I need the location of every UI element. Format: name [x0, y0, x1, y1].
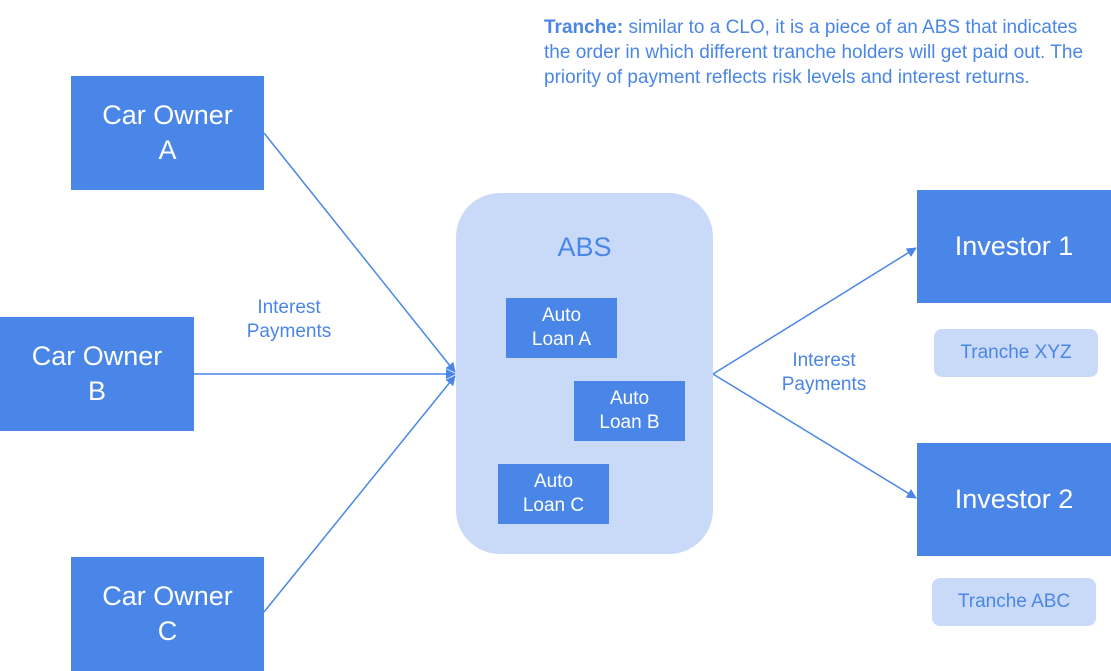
car-owner-b-line2: B — [87, 376, 106, 406]
inbound-label-line2: Payments — [246, 321, 332, 342]
tranche-definition-note: Tranche: similar to a CLO, it is a piece… — [544, 15, 1084, 90]
arrow-owner-a-to-abs — [263, 132, 456, 373]
inbound-label-line1: Interest — [257, 297, 321, 318]
auto-loan-b-line2: Loan B — [599, 412, 660, 433]
arrow-owner-c-to-abs — [263, 375, 456, 613]
auto-loan-a-line2: Loan A — [531, 329, 592, 350]
car-owner-c-line1: Car Owner — [102, 581, 233, 611]
car-owner-c-line2: C — [157, 616, 178, 646]
auto-loan-a-line1: Auto — [541, 305, 582, 326]
note-definition: similar to a CLO, it is a piece of an AB… — [544, 17, 1084, 88]
auto-loan-b-line1: Auto — [609, 388, 650, 409]
note-term: Tranche: — [544, 17, 624, 38]
tranche-xyz-label: Tranche XYZ — [960, 342, 1072, 363]
car-owner-a-line1: Car Owner — [102, 100, 233, 130]
tranche-abc-badge: Tranche ABC — [932, 578, 1096, 626]
auto-loan-c-line2: Loan C — [522, 495, 585, 516]
arrow-abs-to-investor-2 — [712, 373, 917, 499]
abs-title: ABS — [557, 232, 612, 262]
tranche-abc-label: Tranche ABC — [957, 591, 1071, 612]
investor-1-label: Investor 1 — [954, 231, 1074, 261]
outbound-interest-payments-label: Interest Payments — [764, 349, 884, 397]
outbound-label-line2: Payments — [781, 374, 867, 395]
tranche-xyz-badge: Tranche XYZ — [934, 329, 1098, 377]
investor-2-box[interactable]: Investor 2 — [917, 443, 1111, 556]
auto-loan-c-line1: Auto — [533, 471, 574, 492]
inbound-interest-payments-label: Interest Payments — [230, 296, 348, 344]
outbound-label-line1: Interest — [792, 350, 856, 371]
car-owner-a-line2: A — [158, 135, 177, 165]
investor-1-box[interactable]: Investor 1 — [917, 190, 1111, 303]
arrow-abs-to-investor-1 — [712, 247, 917, 375]
investor-2-label: Investor 2 — [954, 484, 1074, 514]
car-owner-b-line1: Car Owner — [31, 341, 163, 371]
